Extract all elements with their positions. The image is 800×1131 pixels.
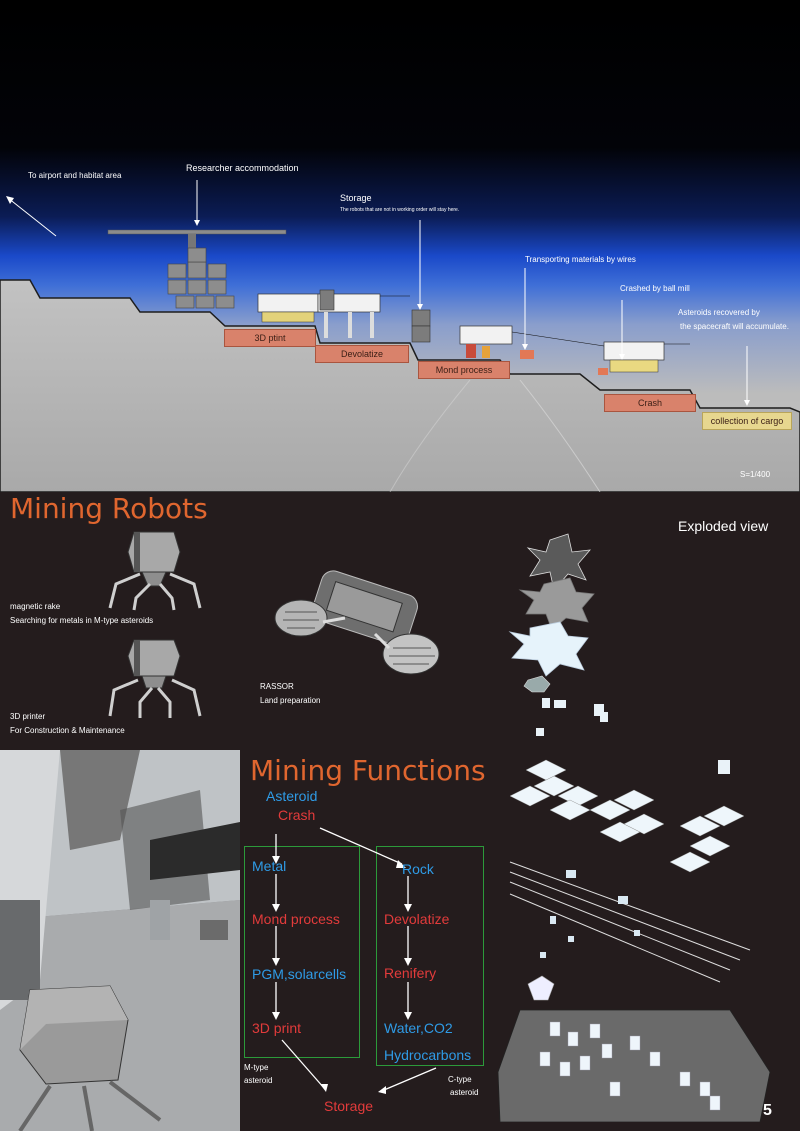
module-units bbox=[257, 293, 665, 373]
label-airport: To airport and habitat area bbox=[28, 171, 122, 180]
flow-mond-process: Mond process bbox=[252, 911, 340, 927]
section-illustration bbox=[0, 0, 800, 492]
rock-flow-box bbox=[376, 846, 484, 1066]
page-number: 5 bbox=[763, 1102, 772, 1119]
flow-water-co2: Water,CO2 bbox=[384, 1020, 453, 1036]
exploded-view-illustration bbox=[497, 533, 771, 1122]
label-asteroids-1: Asteroids recovered by bbox=[678, 308, 760, 317]
mtype-label-2: asteroid bbox=[244, 1076, 273, 1085]
flow-hydrocarbons: Hydrocarbons bbox=[384, 1047, 472, 1063]
section-plan-panel: To airport and habitat area Researcher a… bbox=[0, 0, 800, 492]
lower-panel: Mining Robots Exploded view magnetic rak… bbox=[0, 492, 800, 1131]
3d-printer-robot bbox=[108, 639, 202, 718]
flow-storage: Storage bbox=[324, 1098, 374, 1114]
label-accommodation: Researcher accommodation bbox=[186, 163, 299, 173]
label-storage-note: The robots that are not in working order… bbox=[340, 207, 460, 213]
rassor-caption-1: RASSOR bbox=[260, 682, 294, 691]
scale-label: S=1/400 bbox=[740, 470, 771, 479]
rassor-caption-2: Land preparation bbox=[260, 696, 321, 705]
flow-rock: Rock bbox=[402, 861, 434, 877]
interior-render bbox=[0, 750, 240, 1131]
label-storage: Storage bbox=[340, 193, 372, 203]
label-wires: Transporting materials by wires bbox=[525, 255, 636, 264]
printer-caption-2: For Construction & Maintenance bbox=[10, 726, 125, 735]
ctype-label-2: asteroid bbox=[450, 1088, 479, 1097]
metal-flow-box bbox=[244, 846, 360, 1058]
flow-asteroid: Asteroid bbox=[266, 788, 318, 804]
flow-devolatize: Devolatize bbox=[384, 911, 450, 927]
flow-3d-print: 3D print bbox=[252, 1020, 302, 1036]
exploded-terrain-block bbox=[497, 1009, 771, 1122]
magnetic-rake-robot bbox=[108, 531, 202, 611]
mining-robots-title: Mining Robots bbox=[10, 492, 208, 525]
ctype-label-1: C-type bbox=[448, 1075, 472, 1084]
flow-metal: Metal bbox=[252, 858, 287, 874]
rake-caption-2: Searching for metals in M-type asteroids bbox=[10, 616, 154, 625]
flow-renifery: Renifery bbox=[384, 965, 437, 981]
label-ball-mill: Crashed by ball mill bbox=[620, 284, 690, 293]
rake-caption-1: magnetic rake bbox=[10, 602, 61, 611]
terrain bbox=[0, 279, 800, 492]
flow-crash: Crash bbox=[278, 807, 316, 823]
mining-functions-title: Mining Functions bbox=[250, 754, 486, 787]
printer-caption-1: 3D printer bbox=[10, 712, 46, 721]
rassor-robot bbox=[274, 570, 440, 675]
flow-pgm: PGM,solarcells bbox=[252, 966, 347, 982]
flow-arrows bbox=[272, 827, 437, 1094]
tag-3d-print: 3D ptint bbox=[224, 329, 316, 347]
tag-mond-process: Mond process bbox=[418, 361, 510, 379]
mtype-label-1: M-type bbox=[244, 1063, 269, 1072]
tag-collection-of-cargo: collection of cargo bbox=[702, 412, 792, 430]
label-asteroids-2: the spacecraft will accumulate. bbox=[680, 322, 789, 331]
exploded-panels bbox=[509, 759, 745, 873]
tag-devolatize: Devolatize bbox=[315, 345, 409, 363]
tag-crash: Crash bbox=[604, 394, 696, 412]
exploded-view-label: Exploded view bbox=[678, 518, 769, 534]
